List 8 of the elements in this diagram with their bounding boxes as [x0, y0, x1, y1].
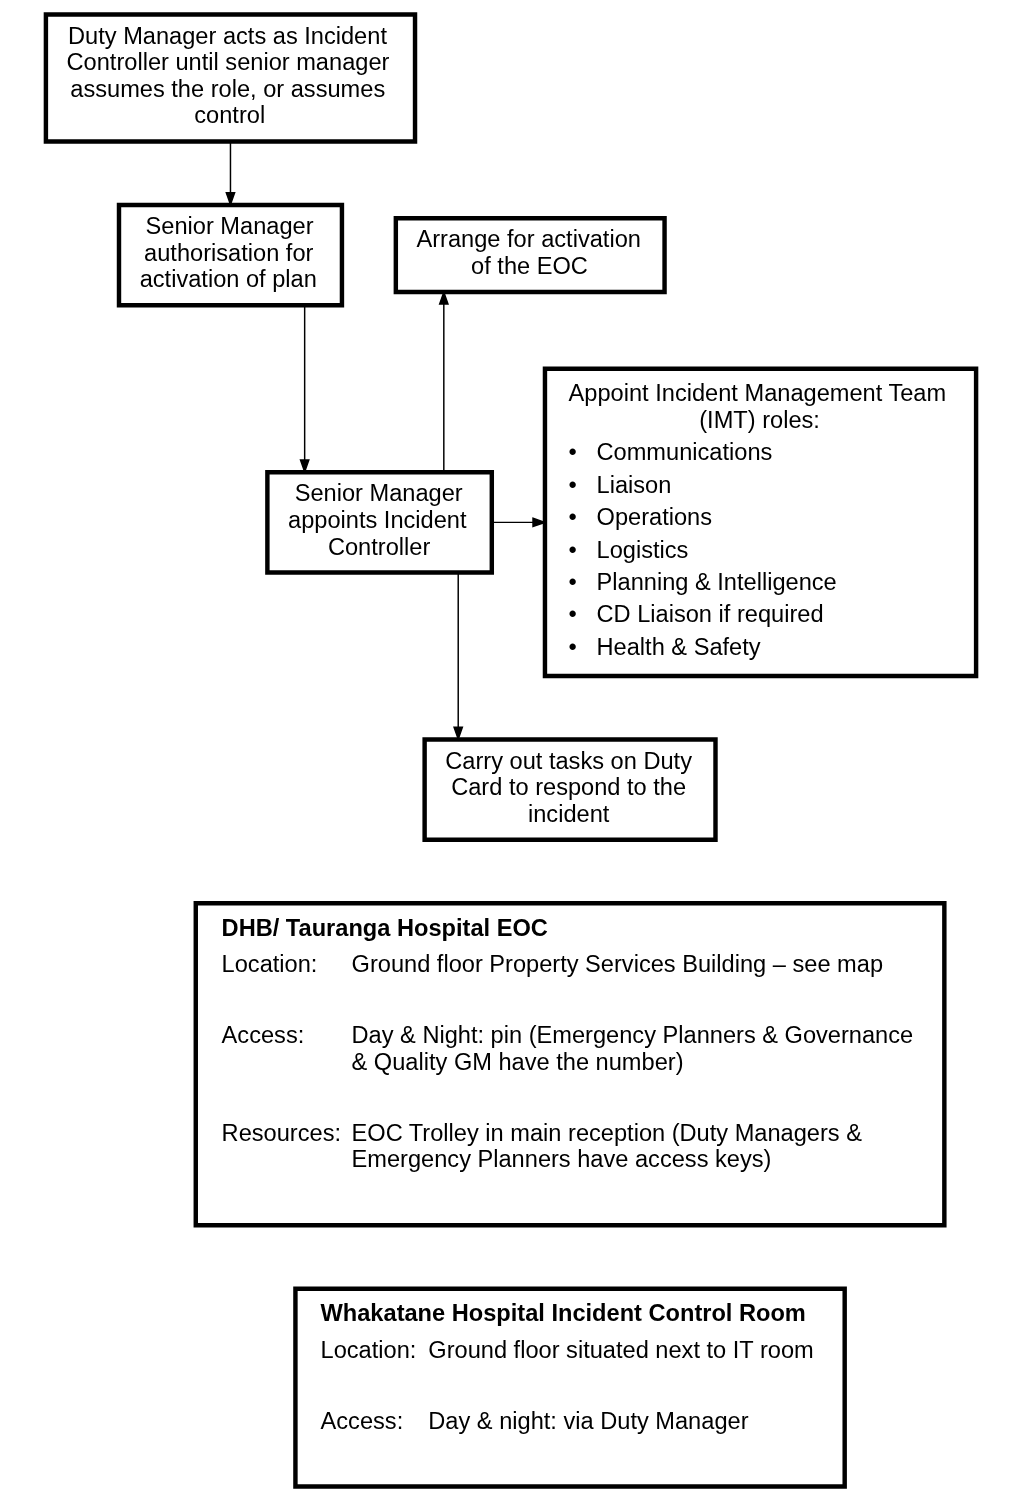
node-box: Arrange for activation of the EOC	[393, 216, 667, 295]
node-box: Whakatane Hospital Incident Control Room Location: Ground floor situated next to IT room Access: Day & night: via Duty Manager	[292, 1286, 847, 1489]
node-box: DHB/ Tauranga Hospital EOC Location: Ground floor Property Services Building – see map Access: Day & Night: pin (Emergency Planners & Governance & Quality GM have the number) Resources: EOC Trolley in main reception (Duty Managers & Emergency Planners have access keys)	[193, 901, 947, 1228]
node-box: Appoint Incident Management Team (IMT) roles: • Communications • Liaison • Operations • Logistics • Planning & Intelligence • CD Liaison if required • Health & Safety	[542, 366, 978, 679]
node-box: Carry out tasks on Duty Card to respond to the incident	[421, 737, 718, 843]
node-box: Senior Manager authorisation for activation of plan	[116, 202, 344, 308]
node-box: Senior Manager appoints Incident Controller	[264, 469, 494, 575]
node-box: Duty Manager acts as Incident Controller until senior manager assumes the role, or assumes control	[43, 12, 417, 144]
